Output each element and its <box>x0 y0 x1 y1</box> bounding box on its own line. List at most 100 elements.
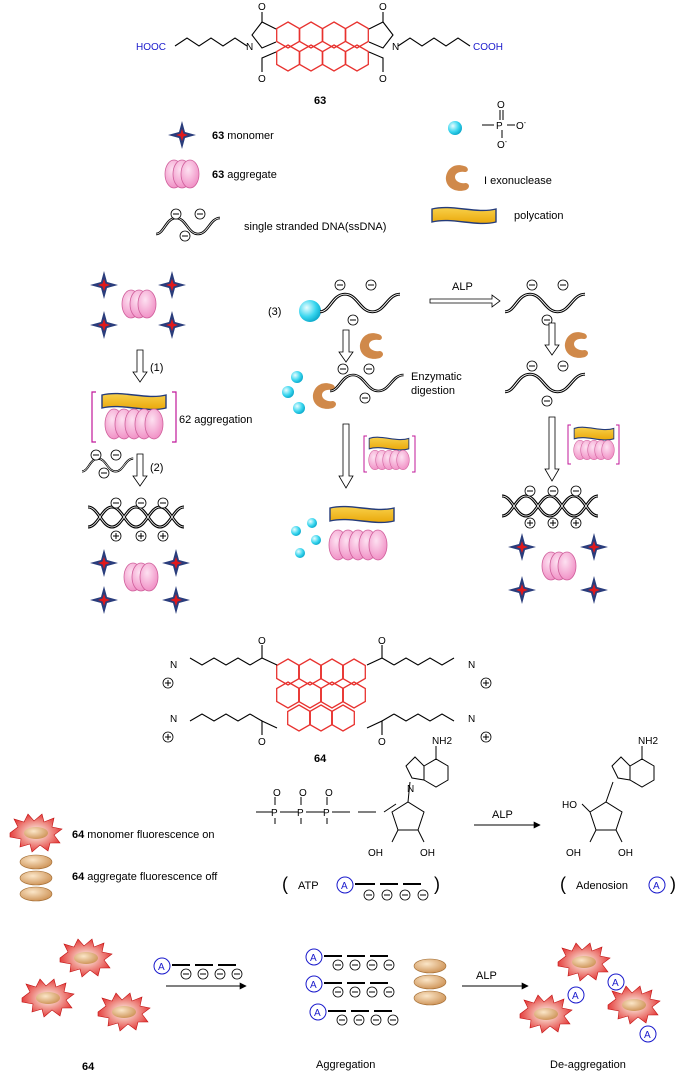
atp-paren-close: ) <box>434 874 440 894</box>
adenosine-ho: HO <box>562 800 577 811</box>
double-strand-dna-left <box>86 497 186 542</box>
polycation-aggregate-complex-right <box>567 424 620 465</box>
adenosine-nh2: NH2 <box>638 736 658 747</box>
step-arrow-icon <box>544 322 560 356</box>
phosphate-ball-icon <box>282 386 294 398</box>
compound-64-o-3: O <box>258 737 266 748</box>
compound-63-oxygen-tr: O <box>379 2 387 13</box>
atp-nh2: NH2 <box>432 736 452 747</box>
compound-64-n-bl: N <box>170 714 177 725</box>
bottom-a-letter-5: A <box>612 978 619 989</box>
adenosine-label: Adenosion <box>576 880 628 892</box>
exonuclease-icon <box>445 165 469 191</box>
phosphate-ball-icon <box>299 300 321 322</box>
aggregate-pink-icon <box>541 551 577 581</box>
atp-p2: P <box>297 808 304 819</box>
atp-o3: O <box>325 788 333 799</box>
phosphate-o-top: O <box>497 100 505 111</box>
aggregate-pink-icon <box>164 159 200 189</box>
compound-63-structure <box>174 12 471 72</box>
monomer-star-icon <box>508 576 536 604</box>
alp-label-atp: ALP <box>492 809 513 821</box>
monomer-star-icon <box>90 549 118 577</box>
atp-ho: OH <box>368 848 383 859</box>
compound-63-nitrogen-right: N <box>392 42 399 53</box>
aggregate-oval-stack-icon <box>413 958 447 1006</box>
compound-64-label: 64 <box>314 753 327 765</box>
compound-63-right-acid: COOH <box>473 42 503 53</box>
atp-o2: O <box>299 788 307 799</box>
ssdna-right-middle <box>503 360 587 407</box>
bottom-a-letter-4: A <box>314 1008 321 1019</box>
step-1-label: (1) <box>150 362 163 374</box>
monomer-burst-icon <box>59 938 113 978</box>
legend2-aggregate: 64 aggregate fluorescence off <box>72 871 218 883</box>
aggregation-62-label: 62 aggregation <box>179 414 252 426</box>
legend-exonuclease: I exonuclease <box>484 175 552 187</box>
compound-63-left-acid: HOOC <box>136 42 166 53</box>
phosphate-ball-icon <box>291 526 301 536</box>
monomer-burst-icon <box>519 994 573 1034</box>
step-2-label: (2) <box>150 462 163 474</box>
adenosine-paren-close: ) <box>670 874 676 894</box>
bottom-a-letter-1: A <box>158 962 165 973</box>
compound-64-n-tr: N <box>468 660 475 671</box>
step-arrow-icon <box>338 329 354 363</box>
legend-polycation: polycation <box>514 210 564 222</box>
alp-label-top: ALP <box>452 281 473 293</box>
monomer-star-icon <box>580 576 608 604</box>
monomer-star-icon <box>508 533 536 561</box>
bottom-a-letter-7: A <box>644 1030 651 1041</box>
phosphate-ball-icon <box>291 371 303 383</box>
adenosine-oh: OH <box>618 848 633 859</box>
plus-charge-icon <box>162 677 174 689</box>
compound-63-oxygen-tl: O <box>258 2 266 13</box>
plus-charge-icon <box>480 731 492 743</box>
compound-64-n-br: N <box>468 714 475 725</box>
monomer-burst-icon <box>21 978 75 1018</box>
polycation-icon <box>431 206 497 225</box>
monomer-burst-icon <box>9 813 63 853</box>
phosphate-o-right: O- <box>516 120 527 132</box>
step-arrow-long-icon <box>338 423 354 489</box>
compound-64-n-tl: N <box>170 660 177 671</box>
digestion-label: digestion <box>411 385 455 397</box>
monomer-star-icon <box>90 586 118 614</box>
step-arrow-icon <box>132 349 148 383</box>
monomer-star-icon <box>158 311 186 339</box>
compound-63-label: 63 <box>314 95 326 107</box>
phosphate-ball-icon <box>311 535 321 545</box>
monomer-burst-icon <box>97 992 151 1032</box>
compound-64-o-2: O <box>378 636 386 647</box>
compound-64-o-1: O <box>258 636 266 647</box>
adenosine-ho2: OH <box>566 848 581 859</box>
atp-phosphate-tail <box>355 883 429 901</box>
phosphate-ball-icon <box>295 548 305 558</box>
plus-charge-icon <box>480 677 492 689</box>
double-strand-dna-right <box>500 485 600 529</box>
enzymatic-label: Enzymatic <box>411 371 462 383</box>
atp-n: N <box>407 784 414 795</box>
aggregate-oval-stack-icon <box>19 854 53 902</box>
aggregate-pink-icon <box>123 562 159 592</box>
monomer-star-icon <box>168 121 196 149</box>
monomer-star-icon <box>580 533 608 561</box>
ssdna-middle-top <box>318 279 402 326</box>
compound-63-oxygen-bl: O <box>258 74 266 85</box>
ssdna-middle-digestion <box>328 363 406 404</box>
exonuclease-icon <box>564 332 588 358</box>
legend2-monomer: 64 monomer fluorescence on <box>72 829 214 841</box>
atp-p3: P <box>323 808 330 819</box>
phosphate-ball-icon <box>448 121 462 135</box>
phosphate-ball-icon <box>307 518 317 528</box>
step-arrow-icon <box>132 453 148 487</box>
bottom-atp-tail <box>172 964 243 980</box>
aggregation-label: Aggregation <box>316 1059 375 1071</box>
atp-oh: OH <box>420 848 435 859</box>
bottom-a-letter-6: A <box>572 991 579 1002</box>
atp-structure <box>256 745 449 843</box>
atp-p1: P <box>271 808 278 819</box>
compound-64-o-4: O <box>378 737 386 748</box>
aggregated-atp-stack <box>305 948 399 1026</box>
